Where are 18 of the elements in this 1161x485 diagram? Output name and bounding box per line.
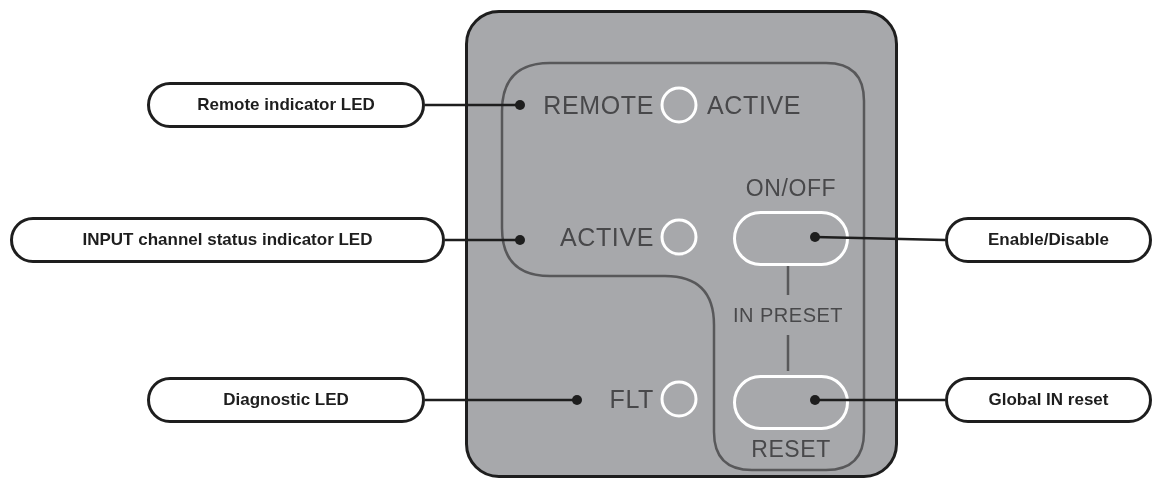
callout-pill: Enable/Disable	[945, 217, 1152, 263]
panel-label: REMOTE	[542, 90, 654, 121]
callout-pill: INPUT channel status indicator LED	[10, 217, 445, 263]
button-caption: ON/OFF	[745, 174, 837, 203]
button-caption: RESET	[751, 435, 831, 464]
callout-pill: Remote indicator LED	[147, 82, 425, 128]
panel-label: ACTIVE	[707, 90, 803, 121]
panel-label: IN PRESET	[731, 303, 845, 328]
leader-line	[425, 395, 582, 405]
leader-line	[810, 395, 945, 405]
callout-pill: Diagnostic LED	[147, 377, 425, 423]
callout-pill: Global IN reset	[945, 377, 1152, 423]
panel-label: ACTIVE	[558, 222, 654, 253]
leader-line	[810, 232, 946, 242]
leader-line	[425, 100, 525, 110]
leader-line	[445, 235, 525, 245]
panel-label: FLT	[608, 384, 654, 415]
device-panel	[465, 10, 898, 478]
